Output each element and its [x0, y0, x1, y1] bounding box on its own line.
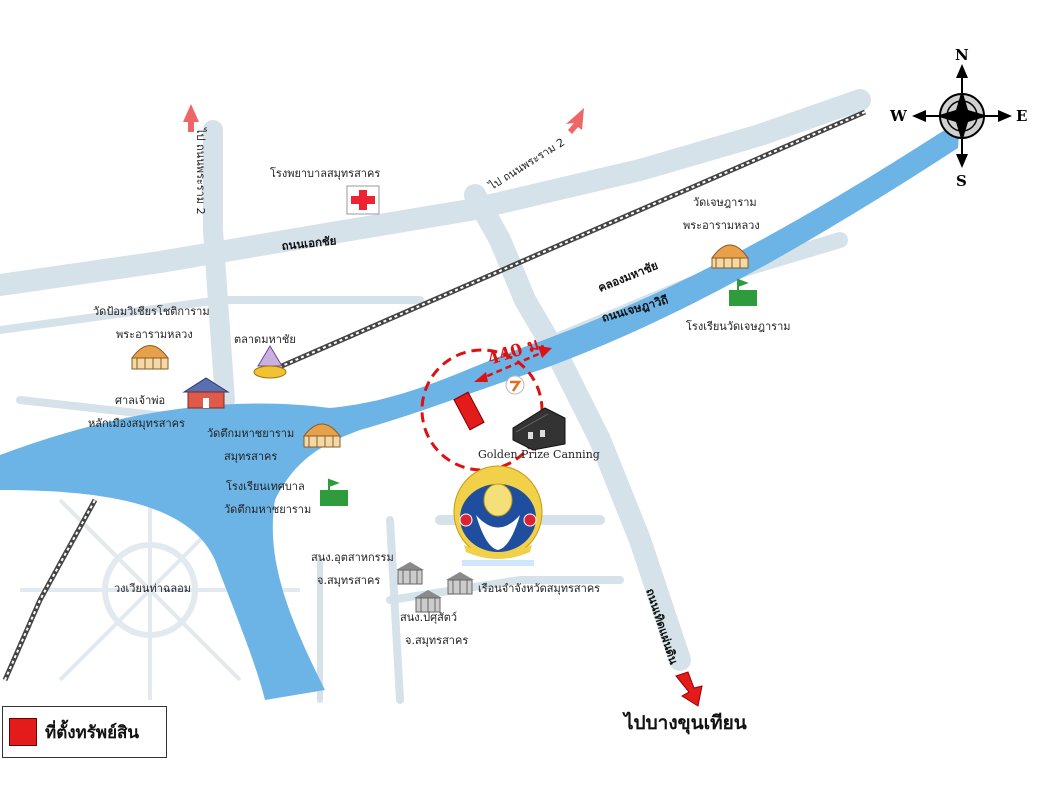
road-local-5: [386, 516, 404, 704]
temple-icon-pom: [131, 345, 169, 370]
hospital-icon: [346, 185, 380, 215]
livestock-label-2: จ.สมุทรสาคร: [405, 634, 468, 647]
factory-label: Golden Prize Canning: [478, 448, 600, 461]
road-arrow-up-icon: [183, 104, 199, 132]
wat-chet-label-2: พระอารามหลวง: [683, 219, 760, 232]
school-chet-label: โรงเรียนวัดเจษฎาราม: [686, 319, 791, 333]
temple-icon-tuek: [302, 423, 342, 448]
compass-n-label: N: [955, 46, 969, 64]
shrine-label-2: หลักเมืองสมุทรสาคร: [88, 417, 185, 430]
compass-s-label: S: [956, 172, 967, 190]
prison-label: เรือนจำจังหวัดสมุทรสาคร: [478, 582, 600, 595]
distance-arrow-right-icon: [538, 346, 552, 358]
livestock-label-1: สนง.ปศุสัตว์: [400, 611, 457, 624]
school-tuek-label-2: วัดตึกมหาชยาราม: [224, 503, 311, 516]
distance-line: [477, 348, 549, 382]
shrine-label-1: ศาลเจ้าพ่อ: [115, 394, 165, 407]
market-icon: [253, 345, 287, 379]
roundabout-label: วงเวียนท่าฉลอม: [114, 582, 191, 595]
legend-swatch: [9, 718, 37, 746]
wat-tuek-label-2: สมุทรสาคร: [224, 450, 277, 463]
wat-pom-label-2: พระอารามหลวง: [116, 328, 193, 341]
railway-left: [2, 498, 98, 682]
road-label-rama2-left: ไป ถนนพระราม 2: [194, 127, 207, 215]
legend: ที่ตั้งทรัพย์สิน: [2, 706, 167, 758]
wat-pom-label-1: วัดป้อมวิเชียรโชติการาม: [93, 304, 210, 318]
gov-building-icon-livestock: [414, 590, 442, 613]
school-icon-tuek: [320, 478, 348, 506]
compass-w-label: W: [889, 107, 908, 125]
roundabout: [20, 460, 300, 700]
wat-chet-label-1: วัดเจษฎาราม: [693, 196, 757, 209]
road-ekachai: [0, 89, 871, 296]
shrine-icon: [182, 377, 230, 409]
gov-building-icon-industry: [396, 562, 424, 585]
wat-tuek-label-1: วัดตึกมหาชยาราม: [207, 427, 294, 440]
school-icon-chet: [729, 278, 757, 306]
property-marker: [453, 391, 485, 431]
market-label: ตลาดมหาชัย: [234, 333, 296, 346]
hospital-label: โรงพยาบาลสมุทรสาคร: [270, 166, 380, 180]
legend-label: ที่ตั้งทรัพย์สิน: [45, 722, 140, 743]
canal-label: คลองมหาชัย: [596, 258, 660, 295]
convenience-store-icon: [505, 375, 525, 395]
road-label-ekachai: ถนนเอกชัย: [281, 233, 337, 253]
destination-label: ไปบางขุนเทียน: [624, 712, 747, 734]
temple-icon-chet: [711, 244, 749, 269]
gov-building-icon-prison: [446, 572, 474, 595]
compass-e-label: E: [1016, 107, 1027, 125]
factory-icon: [512, 407, 566, 451]
distance-arrow-left-icon: [474, 372, 488, 382]
school-tuek-label-1: โรงเรียนเทศบาล: [226, 479, 305, 493]
road-local-1: [0, 296, 424, 334]
industry-label-1: สนง.อุตสาหกรรม: [311, 551, 394, 564]
industry-label-2: จ.สมุทรสาคร: [317, 574, 380, 587]
road-rama2-left: [203, 120, 235, 410]
railway-main: [267, 109, 866, 375]
road-arrow-up-right-icon: [566, 108, 584, 134]
compass-rose-icon: [912, 64, 1012, 168]
destination-arrow-icon: [675, 671, 703, 707]
province-seal-logo: [453, 465, 543, 566]
